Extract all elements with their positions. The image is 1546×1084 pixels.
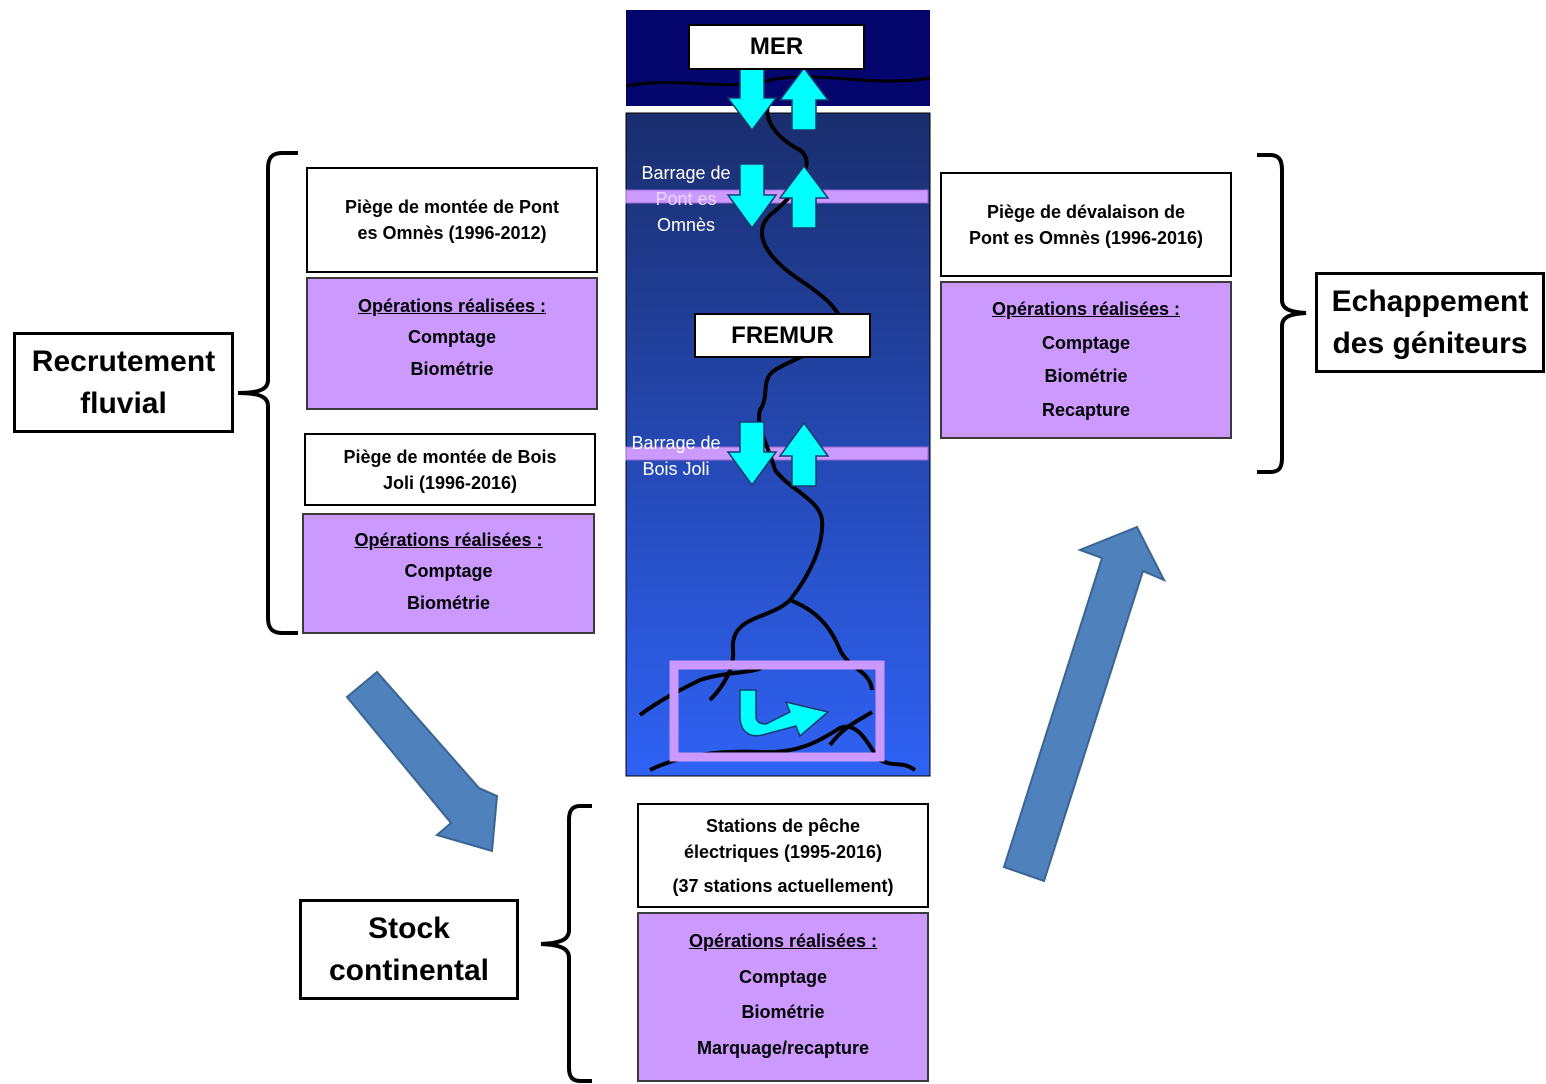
- dam1-label-line2: Pont es: [655, 189, 717, 209]
- downstream-trap-title-line2: Pont es Omnès (1996-2016): [968, 227, 1204, 248]
- downstream-trap-op-3: Recapture: [1041, 399, 1131, 420]
- stations-title-line3: (37 stations actuellement): [672, 875, 894, 896]
- trap1-op-1: Comptage: [407, 327, 496, 347]
- stations-ops-header: Opérations réalisées :: [688, 930, 878, 951]
- echappement-geniteurs-label: Echappement des géniteurs: [1315, 272, 1545, 373]
- sea-label-text: MER: [749, 33, 804, 60]
- dam2-label-line1: Barrage de: [631, 433, 721, 453]
- dam2-label: Barrage de Bois Joli: [624, 430, 728, 482]
- dam1-label: Barrage de Pont es Omnès: [630, 160, 742, 238]
- stations-ops-box: Opérations réalisées : Comptage Biométri…: [637, 912, 929, 1082]
- downstream-trap-op-1: Comptage: [1041, 332, 1130, 353]
- trap1-ops-header: Opérations réalisées :: [357, 295, 547, 316]
- trap1-title-box: Piège de montée de Pont es Omnès (1996-2…: [306, 167, 598, 273]
- big-arrow-up: [1002, 525, 1167, 883]
- stock-line2: continental: [328, 953, 489, 987]
- bracket-right: [1257, 153, 1307, 474]
- echappement-line1: Echappement: [1331, 284, 1529, 318]
- recrutement-line2: fluvial: [80, 386, 167, 420]
- stations-op-3: Marquage/recapture: [696, 1038, 870, 1059]
- stations-op-2: Biométrie: [741, 1002, 825, 1023]
- downstream-trap-ops-box: Opérations réalisées : Comptage Biométri…: [940, 281, 1232, 439]
- downstream-trap-ops-header: Opérations réalisées :: [991, 299, 1181, 320]
- echappement-line2: des géniteurs: [1332, 326, 1528, 360]
- river-course: [708, 99, 843, 702]
- dam-pont-es-omnes: [625, 189, 929, 204]
- trap2-ops-header: Opérations réalisées :: [354, 529, 543, 550]
- stock-continental-label: Stock continental: [299, 899, 519, 1000]
- trap2-op-1: Comptage: [404, 561, 493, 581]
- trap1-title-line1: Piège de montée de Pont: [344, 197, 560, 217]
- dam2-label-line2: Bois Joli: [642, 459, 710, 479]
- flow-arrows-sea: [726, 66, 830, 132]
- nursery-zone: [669, 660, 885, 762]
- up-arrow-dam2: [778, 421, 830, 487]
- river-label-text: FREMUR: [731, 321, 834, 349]
- trap2-title-box: Piège de montée de Bois Joli (1996-2016): [304, 433, 596, 506]
- downstream-trap-title-line1: Piège de dévalaison de: [986, 201, 1186, 222]
- sea-label: MER: [688, 24, 865, 70]
- sea-shoreline: [625, 75, 931, 88]
- stations-title-line2: électriques (1995-2016): [683, 841, 883, 862]
- dam-bois-joli: [625, 446, 929, 461]
- trap1-title-line2: es Omnès (1996-2012): [357, 223, 547, 243]
- dam1-label-line1: Barrage de: [641, 163, 731, 183]
- river-tributary-right: [828, 710, 874, 747]
- up-arrow-dam1: [778, 164, 830, 229]
- trap2-title-line2: Joli (1996-2016): [382, 472, 518, 493]
- down-arrow-dam2: [726, 421, 778, 487]
- river-label: FREMUR: [694, 313, 871, 358]
- big-arrow-down: [345, 670, 499, 853]
- downstream-trap-title-box: Piège de dévalaison de Pont es Omnès (19…: [940, 172, 1232, 277]
- up-arrow-sea: [778, 66, 830, 131]
- dam1-label-line3: Omnès: [656, 215, 716, 235]
- stations-op-1: Comptage: [738, 966, 827, 987]
- bracket-left: [237, 151, 298, 635]
- river-branch-right: [789, 598, 874, 691]
- stock-line1: Stock: [368, 911, 450, 945]
- trap1-ops-box: Opérations réalisées : Comptage Biométri…: [306, 277, 598, 410]
- recrutement-fluvial-label: Recrutement fluvial: [13, 332, 234, 433]
- u-turn-arrow: [739, 689, 830, 738]
- downstream-trap-op-2: Biométrie: [1044, 366, 1128, 387]
- river-tributary-left: [638, 660, 772, 717]
- flow-arrows-dam1: [726, 163, 830, 230]
- trap2-title-line1: Piège de montée de Bois: [343, 446, 557, 467]
- flow-arrows-dam2: [726, 421, 830, 487]
- trap2-ops-box: Opérations réalisées : Comptage Biométri…: [302, 513, 595, 634]
- trap1-op-2: Biométrie: [410, 358, 494, 379]
- trap2-op-2: Biométrie: [406, 592, 491, 613]
- bracket-bottom: [540, 804, 592, 1083]
- down-arrow-dam1: [726, 163, 778, 230]
- down-arrow-sea: [726, 67, 778, 132]
- stations-title-box: Stations de pêche électriques (1995-2016…: [637, 803, 929, 908]
- stations-title-line1: Stations de pêche: [705, 815, 861, 836]
- recrutement-line1: Recrutement: [31, 344, 216, 378]
